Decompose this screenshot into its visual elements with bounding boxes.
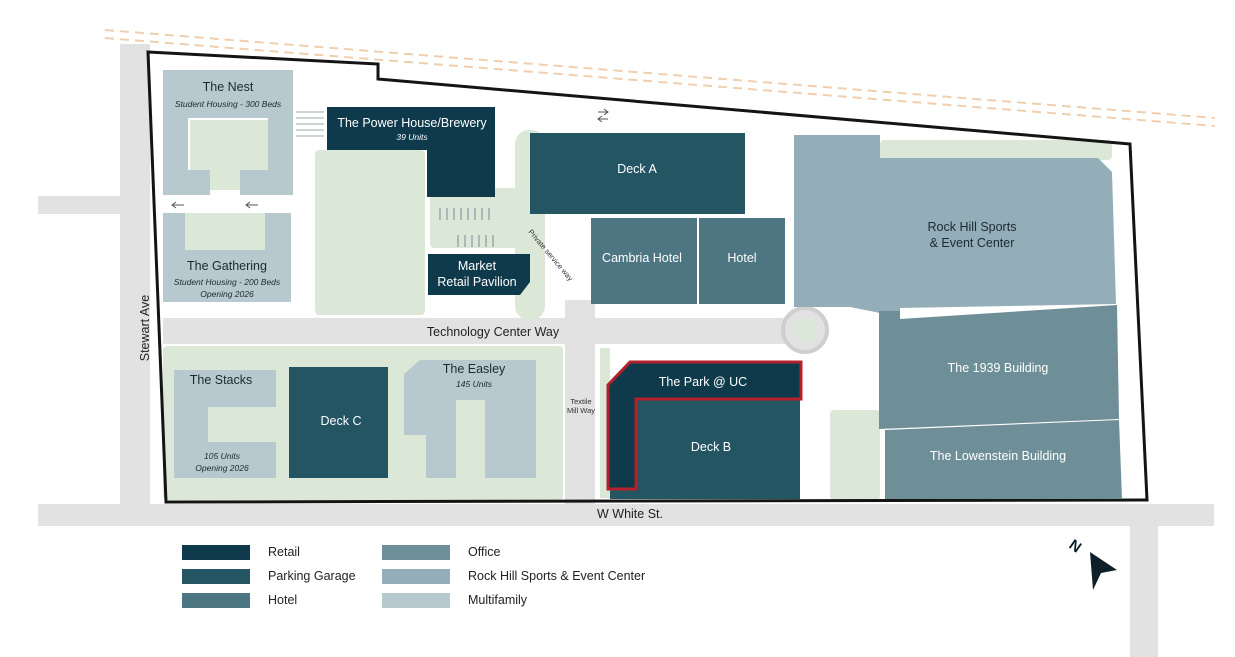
parking-stripes [439,208,494,247]
legend-swatch-sports [382,568,450,584]
the-nest-building [163,70,293,195]
rock-hill-sports-label-1: Rock Hill Sports [928,220,1017,234]
power-house-sub: 39 Units [396,132,428,142]
cambria-hotel-building [591,218,697,304]
the-stacks-label: The Stacks [190,373,253,387]
legend-swatch-hotel [182,592,250,608]
legend-item-hotel: Hotel [182,592,297,608]
deck-c-label: Deck C [321,414,362,428]
market-pavilion-building [428,254,530,295]
side-street-right [1130,526,1158,657]
legend-swatch-parking [182,568,250,584]
w-white-st-road [38,504,1214,526]
north-arrow-icon: N [1066,536,1117,590]
the-1939-label: The 1939 Building [948,361,1049,375]
textile-mill-way-label-2: Mill Way [567,406,595,415]
rock-hill-sports-label-2: & Event Center [930,236,1015,250]
the-1939-building [879,305,1119,429]
the-gathering-building [163,213,291,302]
deck-a-building [530,133,745,214]
the-easley-building [404,360,536,478]
legend-item-sports: Rock Hill Sports & Event Center [382,568,645,584]
stewart-ave-label: Stewart Ave [138,295,152,362]
power-house-label: The Power House/Brewery [337,116,487,130]
hotel-label: Hotel [727,251,756,265]
legend: Retail Parking Garage Hotel Office Rock … [182,541,722,611]
north-letter: N [1066,536,1085,556]
legend-label-hotel: Hotel [268,593,298,607]
power-house-building [327,107,495,197]
hotel-building [699,218,785,304]
technology-center-way-label: Technology Center Way [427,325,560,339]
legend-item-office: Office [382,544,500,560]
legend-item-parking: Parking Garage [182,568,356,584]
textile-mill-way-label-1: Textile [570,397,591,406]
the-stacks-sub-2: Opening 2026 [195,463,249,473]
legend-swatch-office [382,544,450,560]
lowenstein-label: The Lowenstein Building [930,449,1066,463]
roads [38,44,1214,657]
railroad-track [104,29,1216,127]
the-nest-label: The Nest [203,80,254,94]
crosswalk-power-house [296,111,324,137]
the-park-building [606,360,803,491]
legend-swatch-multifamily [382,592,450,608]
cambria-hotel-label: Cambria Hotel [602,251,682,265]
deck-a-label: Deck A [617,162,657,176]
the-park-label: The Park @ UC [659,375,747,389]
the-nest-sub: Student Housing - 300 Beds [175,99,282,109]
legend-label-multifamily: Multifamily [468,593,528,607]
the-gathering-sub-2: Opening 2026 [200,289,254,299]
w-white-st-label: W White St. [597,507,663,521]
the-stacks-building [174,370,276,478]
legend-label-sports: Rock Hill Sports & Event Center [468,569,646,583]
roundabout-island [793,318,817,342]
market-pavilion-label-2: Retail Pavilion [437,275,516,289]
textile-mill-way-road [565,300,595,504]
deck-b-label: Deck B [691,440,731,454]
site-boundary [146,50,1149,504]
legend-label-retail: Retail [268,545,300,559]
lowenstein-building [885,420,1122,499]
the-gathering-label: The Gathering [187,259,267,273]
legend-item-multifamily: Multifamily [382,592,527,608]
the-gathering-sub-1: Student Housing - 200 Beds [174,277,281,287]
deck-b-building [610,385,800,499]
legend-label-office: Office [468,545,501,559]
market-pavilion-label-1: Market [458,259,497,273]
the-easley-label: The Easley [443,362,506,376]
stewart-ave-road [120,44,150,506]
legend-swatch-retail [182,544,250,560]
legend-item-retail: Retail [182,544,300,560]
side-street-left [38,196,150,214]
the-easley-sub: 145 Units [456,379,493,389]
traffic-arrows [171,108,609,209]
rock-hill-sports-building [794,135,1116,317]
deck-c-building [289,367,388,478]
the-stacks-sub-1: 105 Units [204,451,241,461]
legend-label-parking: Parking Garage [268,569,356,583]
technology-center-way-road [163,318,793,344]
